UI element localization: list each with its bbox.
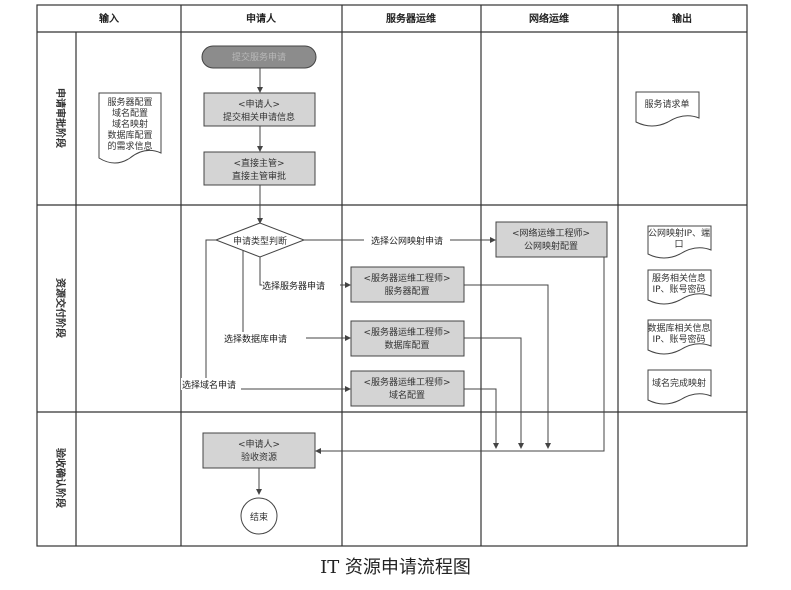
svg-text:<申请人>: <申请人> (238, 438, 280, 450)
doc-service-request-form: 服务请求单 (635, 91, 700, 127)
task-server-config: <服务器运维工程师> 服务器配置 (350, 266, 465, 303)
svg-text:服务器配置: 服务器配置 (107, 96, 152, 108)
edge-decision-to-database (242, 248, 351, 341)
lane-header-server-ops: 服务器运维 (386, 12, 436, 25)
svg-text:<服务器运维工程师>: <服务器运维工程师> (363, 376, 450, 388)
task-database-config: <服务器运维工程师> 数据库配置 (350, 320, 465, 357)
svg-text:<服务器运维工程师>: <服务器运维工程师> (363, 326, 450, 338)
svg-text:服务器配置: 服务器配置 (384, 285, 429, 297)
task-submit-info: <申请人> 提交相关申请信息 (203, 92, 316, 127)
branch-label-database: 选择数据库申请 (224, 333, 287, 345)
svg-text:口: 口 (674, 240, 683, 250)
branch-label-public: 选择公网映射申请 (371, 235, 443, 247)
doc-input-requirements: 服务器配置 域名配置 域名映射 数据库配置 的需求信息 (98, 92, 162, 164)
phase-label-acceptance: 验收确认阶段 (54, 448, 67, 508)
svg-text:的需求信息: 的需求信息 (107, 140, 152, 152)
task-domain-config: <服务器运维工程师> 域名配置 (350, 370, 465, 407)
task-accept-resources: <申请人> 验收资源 (202, 432, 316, 469)
doc-domain-mapped: 域名完成映射 (647, 369, 712, 405)
svg-text:域名配置: 域名配置 (389, 389, 425, 401)
edge-database-to-merge (464, 337, 524, 449)
svg-text:IP、账号密码: IP、账号密码 (652, 333, 705, 345)
end-node: 结束 (240, 497, 278, 535)
branch-label-domain: 选择域名申请 (182, 379, 236, 391)
svg-text:域名完成映射: 域名完成映射 (652, 377, 706, 389)
svg-text:公网映射IP、端: 公网映射IP、端 (648, 227, 710, 239)
figure-caption: IT 资源申请流程图 (320, 557, 471, 578)
task-public-mapping: <网络运维工程师> 公网映射配置 (495, 221, 608, 258)
start-node: 提交服务申请 (201, 45, 317, 69)
svg-text:申请类型判断: 申请类型判断 (233, 235, 287, 247)
lane-header-applicant: 申请人 (246, 12, 277, 25)
svg-text:<直接主管>: <直接主管> (233, 157, 284, 169)
svg-text:服务请求单: 服务请求单 (644, 98, 689, 110)
doc-database-info: 数据库相关信息 IP、账号密码 (647, 319, 712, 355)
svg-text:结束: 结束 (250, 511, 268, 523)
svg-text:服务相关信息: 服务相关信息 (652, 272, 706, 284)
svg-text:<服务器运维工程师>: <服务器运维工程师> (363, 272, 450, 284)
phase-label-delivery: 资源交付阶段 (54, 278, 67, 338)
svg-text:数据库配置: 数据库配置 (107, 129, 152, 141)
svg-text:域名映射: 域名映射 (112, 118, 148, 130)
task-manager-approval: <直接主管> 直接主管审批 (203, 151, 316, 186)
doc-server-info: 服务相关信息 IP、账号密码 (647, 269, 712, 305)
doc-public-ip-port: 公网映射IP、端 口 (647, 225, 712, 259)
lane-header-network-ops: 网络运维 (529, 12, 569, 25)
branch-label-server: 选择服务器申请 (262, 280, 325, 292)
svg-text:<网络运维工程师>: <网络运维工程师> (512, 227, 590, 239)
edge-merge-to-accept (315, 256, 605, 454)
svg-text:验收资源: 验收资源 (241, 451, 277, 463)
edge-domain-to-merge (464, 388, 499, 449)
decision-request-type: 申请类型判断 (214, 222, 306, 258)
svg-text:提交相关申请信息: 提交相关申请信息 (223, 111, 295, 123)
svg-text:<申请人>: <申请人> (238, 98, 280, 110)
lane-header-input: 输入 (99, 12, 119, 25)
swimlane-grid (36, 4, 748, 547)
svg-text:提交服务申请: 提交服务申请 (232, 51, 286, 63)
flowchart-diagram: 输入 申请人 服务器运维 网络运维 输出 申请审批阶段 资源交付阶段 验收确认阶… (36, 4, 748, 547)
lane-header-output: 输出 (672, 12, 692, 25)
svg-text:数据库配置: 数据库配置 (384, 339, 429, 351)
svg-text:域名配置: 域名配置 (112, 107, 148, 119)
svg-text:IP、账号密码: IP、账号密码 (652, 283, 705, 295)
svg-text:公网映射配置: 公网映射配置 (524, 240, 578, 252)
svg-text:直接主管审批: 直接主管审批 (232, 170, 286, 182)
edge-decision-to-domain (205, 239, 351, 392)
phase-label-approval: 申请审批阶段 (54, 88, 67, 148)
svg-text:数据库相关信息: 数据库相关信息 (647, 322, 710, 334)
edge-server-to-merge (464, 284, 551, 449)
